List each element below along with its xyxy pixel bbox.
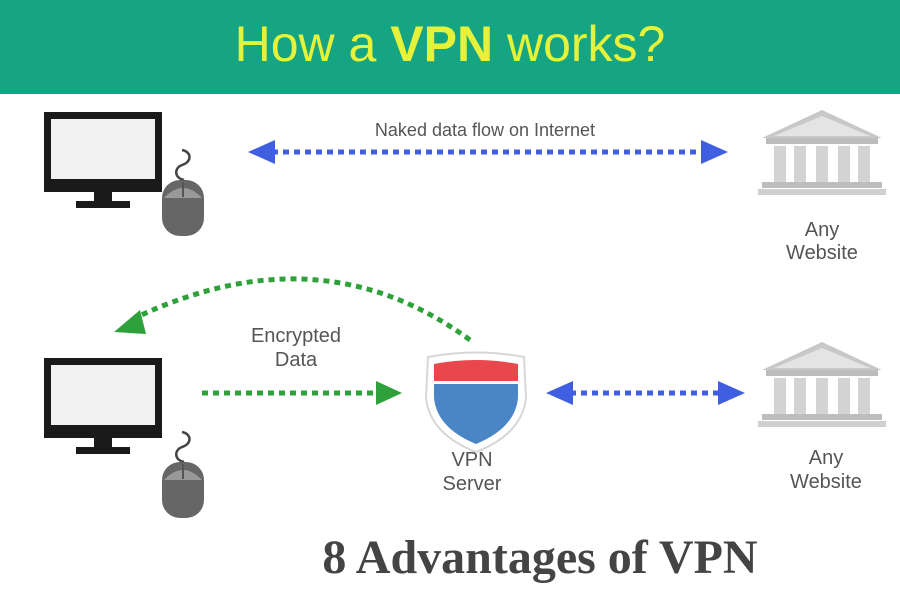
bank-building-icon <box>758 342 886 427</box>
encrypted-return-arrow-head <box>114 310 146 334</box>
bottom-website-label-line1: Any <box>809 447 843 469</box>
title-prefix: How a <box>234 16 391 72</box>
top-website-label-line2: Website <box>786 242 858 264</box>
mouse-icon <box>160 430 206 520</box>
top-website-label-line1: Any <box>805 219 839 241</box>
computer-monitor-icon <box>44 358 162 454</box>
encrypted-label-line1: Encrypted <box>251 325 341 347</box>
encrypted-flow-arrow-head <box>376 381 402 405</box>
encrypted-return-arrow-line <box>133 276 472 343</box>
naked-flow-label: Naked data flow on Internet <box>375 120 595 140</box>
mouse-icon <box>160 148 206 238</box>
header-banner <box>0 0 900 94</box>
bank-building-icon <box>758 110 886 195</box>
page-title: How a VPN works? <box>0 14 900 74</box>
encrypted-label-line2: Data <box>275 349 318 371</box>
vpn-server-label-line2: Server <box>443 473 502 495</box>
computer-monitor-icon <box>44 112 162 208</box>
shield-icon <box>424 351 528 454</box>
naked-flow-arrow-right-head <box>701 140 728 164</box>
vpn-server-label-line1: VPN <box>451 449 492 471</box>
vpn-server-to-website-arrow-left-head <box>546 381 573 405</box>
bottom-website-label-line2: Website <box>790 471 862 493</box>
vpn-server-to-website-arrow-right-head <box>718 381 745 405</box>
naked-flow-arrow-left-head <box>248 140 275 164</box>
title-suffix: works? <box>493 16 666 72</box>
footer-title: 8 Advantages of VPN <box>322 531 758 584</box>
title-emphasis: VPN <box>390 16 494 72</box>
